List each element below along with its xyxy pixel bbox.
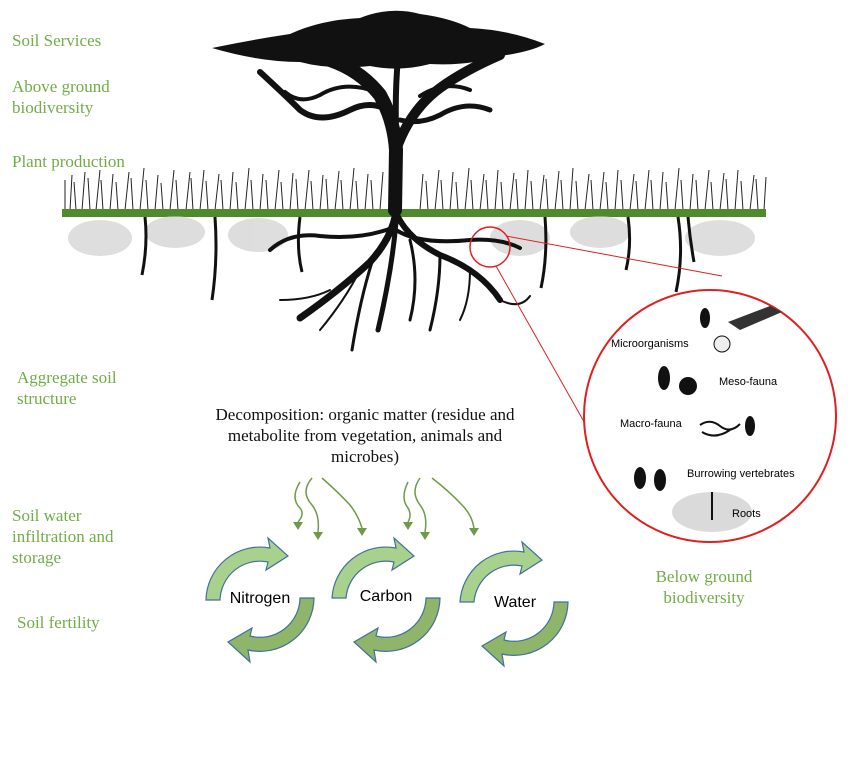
tree-canopy xyxy=(212,10,545,69)
zoom-circle-small xyxy=(469,226,511,268)
arrow-heads xyxy=(293,522,479,540)
inset-label-meso-fauna: Meso-fauna xyxy=(719,376,778,388)
label-soil-services: Soil Services xyxy=(12,31,102,50)
inset-label-microorganisms: Microorganisms xyxy=(611,338,689,350)
macro-fauna-icon xyxy=(699,416,755,437)
label-plant-production: Plant production xyxy=(12,152,125,171)
ground-line xyxy=(62,209,766,217)
cycle-label-carbon: Carbon xyxy=(359,588,413,605)
decomposition-arrows xyxy=(294,477,475,533)
inset-label-macro-fauna: Macro-fauna xyxy=(620,418,682,430)
cycle-label-water: Water xyxy=(493,594,537,611)
roots-icon xyxy=(672,492,752,532)
cycle-label-nitrogen: Nitrogen xyxy=(229,590,291,607)
grass-strip xyxy=(64,167,767,211)
meso-fauna-icon xyxy=(658,366,697,395)
nitrogen-cycle-arrows xyxy=(205,536,315,664)
decomposition-text: Decomposition: organic matter (residue a… xyxy=(215,405,515,466)
label-aggregate-soil-structure: Aggregate soil structure xyxy=(17,368,117,408)
inset-label-burrowing-vertebrates: Burrowing vertebrates xyxy=(687,468,795,480)
label-soil-fertility: Soil fertility xyxy=(17,613,100,632)
microorganisms-icon xyxy=(700,306,782,353)
water-cycle-arrows xyxy=(459,540,569,668)
zoom-line-top xyxy=(505,235,723,277)
zoom-line-bottom xyxy=(495,265,601,451)
burrowing-vertebrates-icon xyxy=(634,467,666,491)
label-below-ground-biodiversity: Below ground biodiversity xyxy=(655,567,753,607)
zoom-circle-large xyxy=(583,289,837,543)
carbon-cycle-arrows xyxy=(331,536,441,664)
label-soil-water-infiltration: Soil water infiltration and storage xyxy=(12,506,114,567)
taproots xyxy=(140,216,696,301)
acacia-tree xyxy=(212,10,545,352)
root-clumps xyxy=(68,216,755,256)
inset-label-roots: Roots xyxy=(732,508,761,520)
label-above-ground-biodiversity: Above ground biodiversity xyxy=(12,77,110,117)
